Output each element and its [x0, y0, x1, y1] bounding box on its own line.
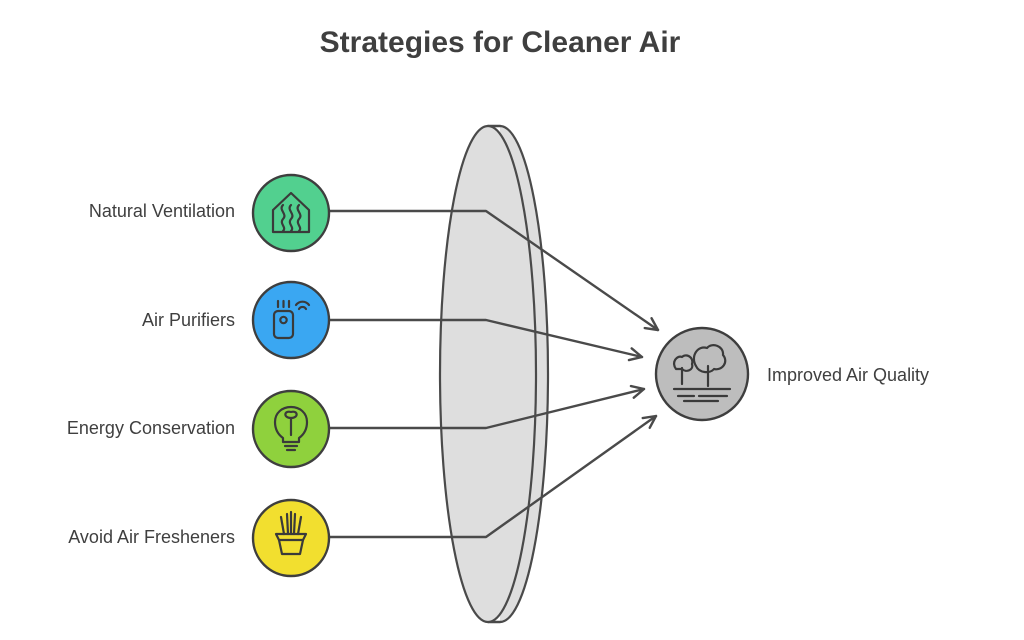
lens-front [438, 124, 538, 624]
input-node-avoid-air-fresheners [251, 498, 331, 578]
lens-shape [438, 124, 550, 624]
connector-air-purifiers [328, 318, 644, 362]
input-node-energy-conservation [251, 389, 331, 469]
connector-natural-ventilation [328, 209, 660, 332]
input-label-avoid-air-fresheners: Avoid Air Fresheners [68, 527, 235, 547]
input-node-natural-ventilation [251, 173, 331, 253]
output-node-improved-air-quality [654, 326, 750, 422]
output-label-improved-air-quality: Improved Air Quality [767, 365, 929, 385]
input-label-energy-conservation: Energy Conservation [67, 418, 235, 438]
diagram-title: Strategies for Cleaner Air [320, 26, 681, 59]
connector-energy-conservation [328, 384, 646, 430]
input-node-air-purifiers [251, 280, 331, 360]
connectors [328, 209, 660, 539]
input-label-natural-ventilation: Natural Ventilation [89, 201, 235, 221]
input-label-air-purifiers: Air Purifiers [142, 310, 235, 330]
connector-avoid-air-fresheners [328, 414, 658, 539]
trees-icon [672, 344, 732, 403]
avoid-air-fresheners-circle [251, 498, 331, 578]
air-purifiers-circle [251, 280, 331, 360]
improved-air-quality-circle [654, 326, 750, 422]
plant-pot-icon [274, 510, 308, 556]
lightbulb-leaf-icon [273, 405, 309, 452]
house-ventilation-icon [271, 191, 311, 234]
air-purifier-icon [272, 299, 311, 340]
